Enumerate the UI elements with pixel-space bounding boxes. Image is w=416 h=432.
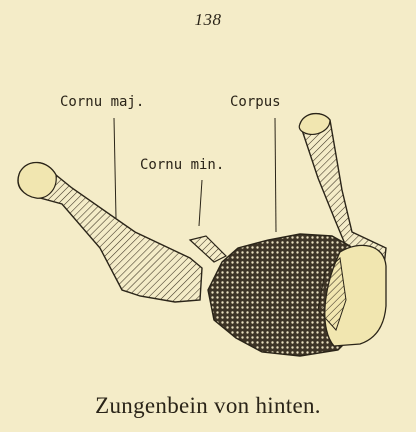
label-cornu-min: Cornu min. <box>140 157 224 173</box>
hyoid-body <box>208 234 386 356</box>
lesser-horn <box>190 236 226 262</box>
left-greater-horn <box>18 163 202 302</box>
leader-line-cornu-maj <box>114 118 116 218</box>
label-cornu-maj: Cornu maj. <box>60 94 144 110</box>
leader-line-cornu-min <box>199 180 202 226</box>
label-corpus: Corpus <box>230 94 281 110</box>
leader-line-corpus <box>275 118 276 232</box>
figure-caption: Zungenbein von hinten. <box>0 393 416 419</box>
